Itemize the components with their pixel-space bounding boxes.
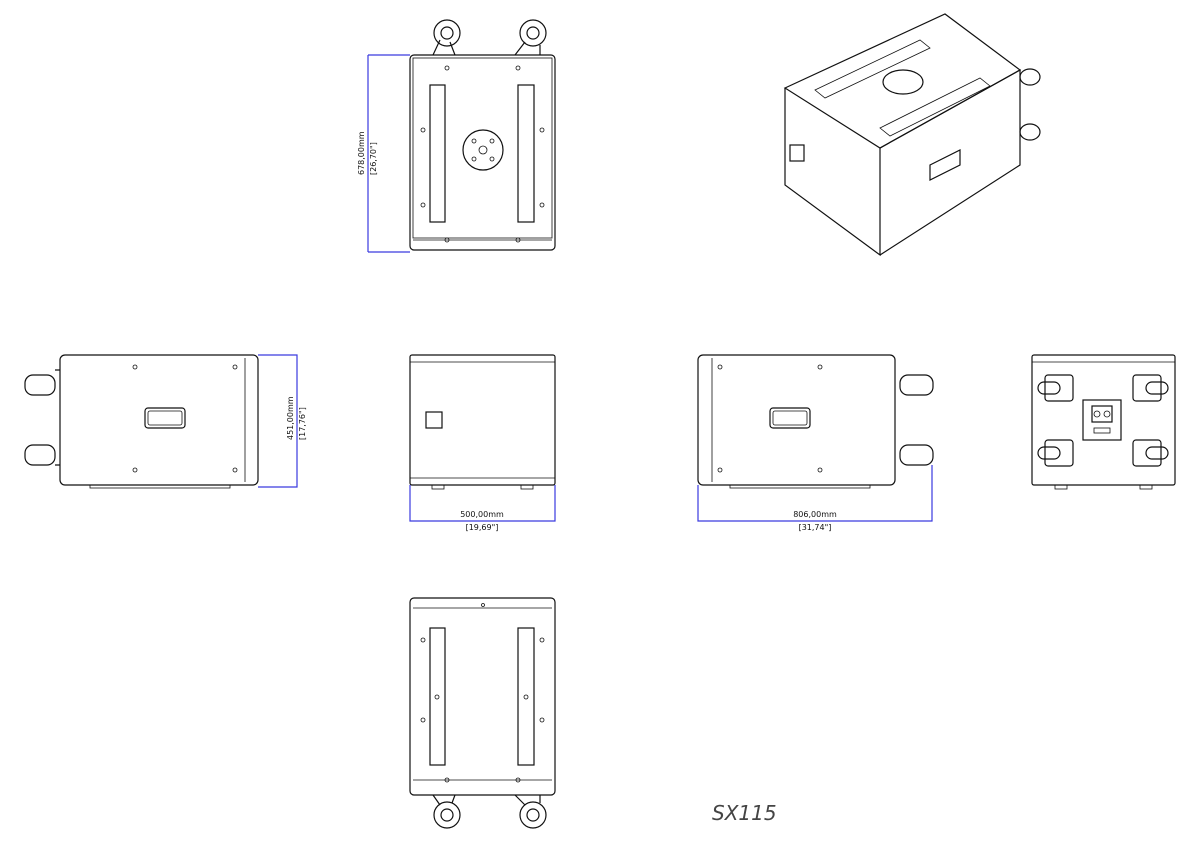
dimension-depth: 678,00mm [26,70"] — [357, 54, 410, 253]
caster-wheel — [432, 794, 461, 829]
dimension-width: 500,00mm [19,69"] — [409, 485, 556, 532]
right-side-view: 806,00mm [31,74"] — [697, 354, 934, 532]
front-view: 500,00mm [19,69"] — [409, 354, 556, 532]
connector-plate — [1082, 399, 1122, 441]
model-title: SX115 — [712, 801, 777, 825]
isometric-view — [783, 13, 1041, 257]
caster-wheel — [1037, 374, 1169, 467]
dimension-height-inch: [17,76"] — [298, 407, 307, 440]
dimension-length-inch: [31,74"] — [799, 523, 832, 532]
dimension-width-mm: 500,00mm — [460, 510, 504, 519]
caster-wheel — [1019, 68, 1041, 141]
caster-wheel — [24, 369, 60, 466]
top-view: 678,00mm [26,70"] — [357, 19, 556, 253]
caster-wheel — [514, 19, 547, 56]
dimension-depth-mm: 678,00mm — [357, 131, 366, 175]
dimension-length-mm: 806,00mm — [793, 510, 837, 519]
dimension-depth-inch: [26,70"] — [369, 142, 378, 175]
dimension-height: 451,00mm [17,76"] — [258, 354, 307, 488]
bottom-view — [409, 597, 556, 829]
dimension-width-inch: [19,69"] — [466, 523, 499, 532]
left-side-view: 451,00mm [17,76"] — [24, 354, 307, 489]
dimension-length: 806,00mm [31,74"] — [697, 465, 933, 532]
caster-wheel — [899, 374, 934, 466]
caster-wheel — [514, 794, 547, 829]
dimension-height-mm: 451,00mm — [286, 396, 295, 440]
caster-wheel — [432, 19, 461, 56]
back-view — [1031, 354, 1176, 490]
